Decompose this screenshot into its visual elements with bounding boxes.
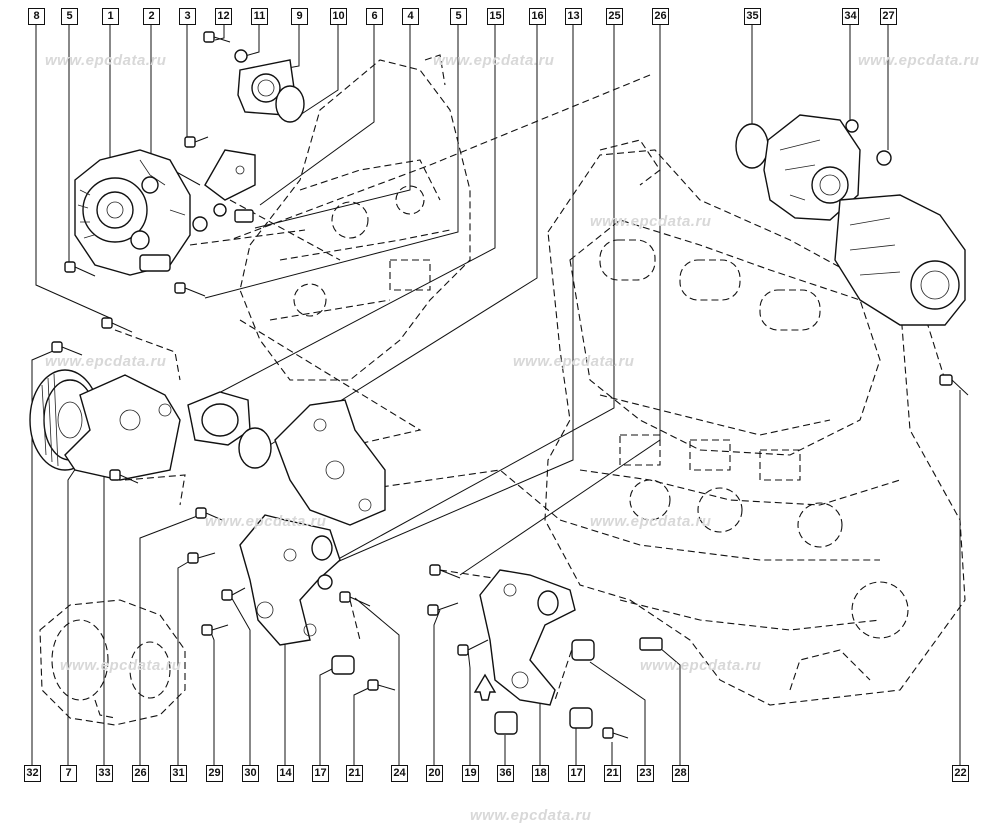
callout-32: 32 xyxy=(24,765,41,782)
callout-18: 18 xyxy=(532,765,549,782)
callout-1: 1 xyxy=(102,8,119,25)
callout-27: 27 xyxy=(880,8,897,25)
mount-bracket-lower-right xyxy=(427,564,663,739)
callout-34: 34 xyxy=(842,8,859,25)
starter-motor xyxy=(834,194,969,396)
callout-5b: 5 xyxy=(450,8,467,25)
callout-35: 35 xyxy=(744,8,761,25)
leader-lines-top xyxy=(35,25,889,581)
callout-30: 30 xyxy=(242,765,259,782)
callout-5: 5 xyxy=(61,8,78,25)
watermark: www.epcdata.ru xyxy=(513,353,635,370)
upper-small-parts xyxy=(64,31,305,297)
watermark: www.epcdata.ru xyxy=(205,513,327,530)
callout-26: 26 xyxy=(652,8,669,25)
callout-6: 6 xyxy=(366,8,383,25)
watermark: www.epcdata.ru xyxy=(433,52,555,69)
callout-25: 25 xyxy=(606,8,623,25)
mount-bracket-upper xyxy=(274,399,386,526)
callout-23: 23 xyxy=(637,765,654,782)
callout-26b: 26 xyxy=(132,765,149,782)
callout-4: 4 xyxy=(402,8,419,25)
timing-housing xyxy=(239,54,471,381)
alternator-lower xyxy=(39,599,186,726)
watermark: www.epcdata.ru xyxy=(45,52,167,69)
watermark: www.epcdata.ru xyxy=(858,52,980,69)
watermark: www.epcdata.ru xyxy=(45,353,167,370)
callout-16: 16 xyxy=(529,8,546,25)
callout-17: 17 xyxy=(312,765,329,782)
callout-17b: 17 xyxy=(568,765,585,782)
callout-12: 12 xyxy=(215,8,232,25)
callout-22: 22 xyxy=(952,765,969,782)
leader-lines-bottom xyxy=(31,347,961,765)
callout-29: 29 xyxy=(206,765,223,782)
callout-21b: 21 xyxy=(604,765,621,782)
callout-13: 13 xyxy=(565,8,582,25)
callout-15: 15 xyxy=(487,8,504,25)
callout-11: 11 xyxy=(251,8,268,25)
watermark: www.epcdata.ru xyxy=(60,657,182,674)
callout-31: 31 xyxy=(170,765,187,782)
callout-3: 3 xyxy=(179,8,196,25)
callout-36: 36 xyxy=(497,765,514,782)
coolant-flange xyxy=(187,391,272,469)
watermark: www.epcdata.ru xyxy=(640,657,762,674)
engine-block xyxy=(544,139,966,706)
callout-24: 24 xyxy=(391,765,408,782)
injection-pump xyxy=(735,114,892,221)
alternator-top xyxy=(74,149,191,276)
pulley-assembly xyxy=(29,317,181,484)
callout-8: 8 xyxy=(28,8,45,25)
callout-10: 10 xyxy=(330,8,347,25)
callout-20: 20 xyxy=(426,765,443,782)
watermark: www.epcdata.ru xyxy=(590,213,712,230)
callout-33: 33 xyxy=(96,765,113,782)
callout-21: 21 xyxy=(346,765,363,782)
mount-bracket-lower-left xyxy=(187,507,396,691)
callout-19: 19 xyxy=(462,765,479,782)
callout-9: 9 xyxy=(291,8,308,25)
callout-2: 2 xyxy=(143,8,160,25)
callout-28: 28 xyxy=(672,765,689,782)
watermark: www.epcdata.ru xyxy=(590,513,712,530)
callout-14: 14 xyxy=(277,765,294,782)
watermark: www.epcdata.ru xyxy=(470,807,592,824)
callout-7: 7 xyxy=(60,765,77,782)
